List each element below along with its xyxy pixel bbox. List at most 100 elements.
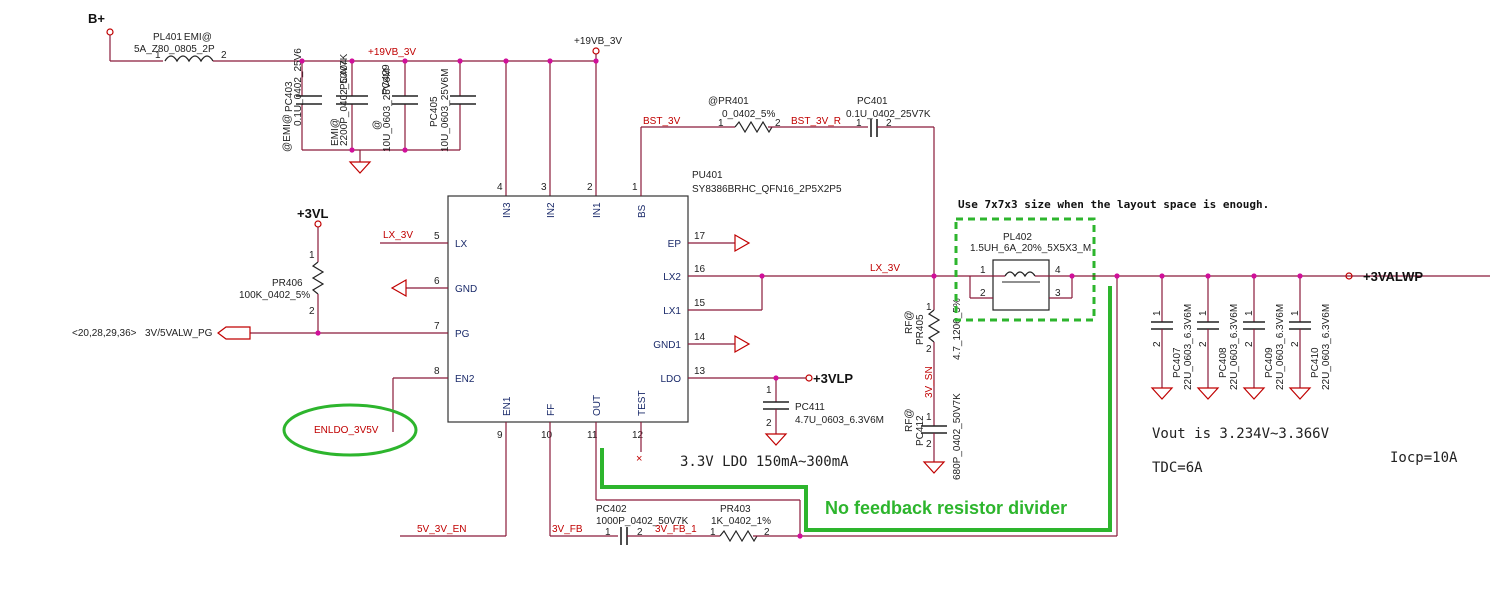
net-fb1: 3V_FB_1 (655, 524, 697, 535)
ground-icon (1242, 387, 1266, 400)
pc429-value: 10U_0603_25V6M (382, 69, 393, 152)
pr406-resistor: PR406 100K_0402_5% 1 2 (239, 250, 325, 317)
pr401-resistor: @PR401 0_0402_5% 1 2 (708, 96, 781, 134)
ic-pin-num-7: 7 (434, 321, 440, 332)
pg-port-arrow-icon (217, 326, 251, 340)
pc405-value: 10U_0603_25V6M (440, 69, 451, 152)
ic-pin-label-ldo: LDO (660, 374, 681, 385)
ic-body (447, 195, 689, 423)
enldo-highlight (282, 403, 418, 457)
ic-pin-label-lx1: LX1 (663, 306, 681, 317)
pc411-pin2: 2 (766, 418, 772, 429)
pr403-pin1: 1 (710, 527, 716, 538)
ic-pin-num-12: 12 (632, 430, 644, 441)
pc401-value: 0.1U_0402_25V7K (846, 109, 931, 120)
pc405-ref: PC405 (429, 96, 440, 127)
ic-pin-label-gnd: GND (455, 284, 477, 295)
pg-ref-list: <20,28,29,36> (72, 328, 137, 339)
pc410-ref: PC410 (1310, 347, 1321, 378)
ic-pin-num-16: 16 (694, 264, 706, 275)
net-bst3v: BST_3V (643, 116, 681, 127)
ic-pin-label-ep: EP (668, 239, 682, 250)
pc412-pin1: 1 (926, 412, 932, 423)
pc404-variant: EMI@ (330, 118, 341, 146)
3vl-terminal (314, 220, 322, 228)
bplus-terminal (106, 28, 114, 36)
ic-pin-label-in3: IN3 (502, 202, 513, 218)
ic-pin-label-lx: LX (455, 239, 468, 250)
note-vout: Vout is 3.234V~3.366V (1152, 426, 1330, 442)
ic-pin-num-3: 3 (541, 182, 547, 193)
pl402-ref: PL402 (1003, 232, 1032, 243)
pl401-pin2: 2 (221, 50, 227, 61)
net-3vlp: +3VLP (813, 371, 853, 386)
pc408-ref: PC408 (1218, 347, 1229, 378)
pr403-resistor: PR403 1K_0402_1% 1 2 (710, 504, 771, 543)
pc408-pin2: 2 (1198, 341, 1209, 347)
snubber: RF@ PR405 4.7_1206_5% 1 2 3V_SN RF@ PC41… (904, 298, 963, 480)
pr406-ref: PR406 (272, 278, 303, 289)
ic-pin-num-2: 2 (587, 182, 593, 193)
pg-net-label: 3V/5VALW_PG (145, 328, 213, 339)
pr405-value: 4.7_1206_5% (952, 298, 963, 360)
pc410-value: 22U_0603_6.3V6M (1321, 304, 1332, 390)
3valwp-terminal (1345, 272, 1353, 280)
net-3valwp: +3VALWP (1363, 269, 1423, 284)
ic-pin-num-1: 1 (632, 182, 638, 193)
ic-pin-num-17: 17 (694, 231, 706, 242)
pr405-pin2: 2 (926, 344, 932, 355)
pl401-pin1: 1 (155, 50, 161, 61)
ic-pin-label-bs: BS (637, 204, 648, 218)
pc429-ref: PC429 (381, 64, 392, 95)
ic-pin-label-in2: IN2 (546, 202, 557, 218)
ic-pin-num-9: 9 (497, 430, 503, 441)
pr401-pin2: 2 (775, 118, 781, 129)
pu401-ic: PU401 SY8386BRHC_QFN16_2P5X2P5 4IN33IN22… (434, 170, 842, 441)
19vb-terminal (592, 47, 600, 55)
pc410-pin1: 1 (1290, 310, 1301, 316)
ic-pin-num-11: 11 (587, 430, 598, 441)
3vlp-terminal (805, 374, 813, 382)
ic-pin-num-14: 14 (694, 332, 706, 343)
ic-pin-label-ff: FF (546, 404, 557, 416)
pr405-pin1: 1 (926, 302, 932, 313)
pc412-value: 680P_0402_50V7K (952, 393, 963, 480)
pl401-value: 5A_Z80_0805_2P (134, 44, 215, 55)
ground-icon (764, 433, 788, 446)
resistor-icon (719, 529, 758, 543)
pc404-ref: PC404 (339, 59, 350, 90)
pr406-pin1: 1 (309, 250, 315, 261)
ic-pin-num-4: 4 (497, 182, 503, 193)
pl401-variant: EMI@ (184, 32, 212, 43)
ic-pin-num-15: 15 (694, 298, 706, 309)
pc411-pin1: 1 (766, 385, 772, 396)
feedback-path-highlight (600, 286, 1112, 532)
pc401-capacitor: PC401 0.1U_0402_25V7K 1 2 (846, 96, 931, 137)
ground-icon (390, 278, 407, 298)
pl402-value: 1.5UH_6A_20%_5X5X3_M (970, 243, 1091, 254)
bplus-label: B+ (88, 11, 105, 26)
pl402-pin4: 4 (1055, 265, 1061, 276)
pc404-value: 2200P_0402_50V7K (339, 53, 350, 146)
nc-mark-icon: × (636, 453, 642, 465)
pc407-ref: PC407 (1172, 347, 1183, 378)
pc410-pin2: 2 (1290, 341, 1301, 347)
net-enldo: ENLDO_3V5V (314, 425, 379, 436)
note-feedback: No feedback resistor divider (825, 498, 1067, 518)
pc401-pin2: 2 (886, 118, 892, 129)
pc409-ref: PC409 (1264, 347, 1275, 378)
pc402-ref: PC402 (596, 504, 627, 515)
pc403-value: 0.1U_0402_25V6 (293, 48, 304, 126)
ground-icon (348, 161, 372, 174)
ic-pin-label-test: TEST (637, 390, 648, 416)
ic-pin-label-out: OUT (592, 395, 603, 416)
pr406-value: 100K_0402_5% (239, 290, 310, 301)
pr405-variant: RF@ (904, 311, 915, 334)
pc409-value: 22U_0603_6.3V6M (1275, 304, 1286, 390)
